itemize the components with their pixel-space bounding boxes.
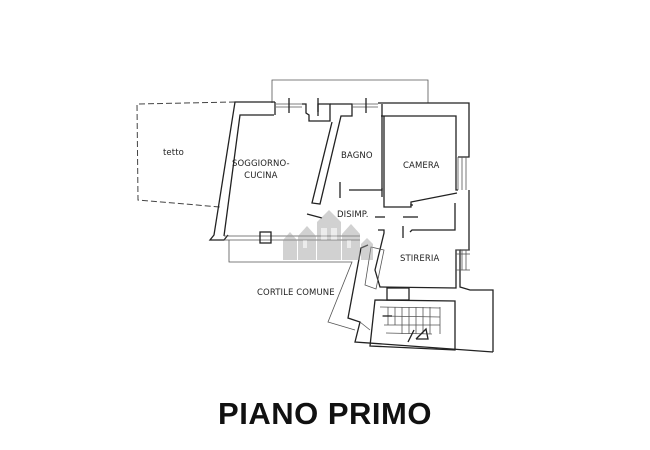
room-label-cortile-comune: CORTILE COMUNE [257,288,335,298]
room-label-bagno: BAGNO [341,151,373,161]
bedroom-walls [378,102,470,251]
staircase [347,244,494,353]
living-kitchen-walls [208,98,360,244]
room-label-camera: CAMERA [403,161,440,171]
room-label-stireria: STIRERIA [400,254,440,264]
hallway-markers [306,213,418,219]
house-logo-watermark-icon [283,210,373,260]
balcony-outline [271,79,429,103]
roof-outline [136,101,236,208]
room-label-soggiorno-cucina: SOGGIORNO- CUCINA [232,159,290,181]
ironing-room-walls [374,229,494,352]
courtyard-outline [228,240,356,331]
room-label-tetto: tetto [163,148,184,158]
floor-title: PIANO PRIMO [218,396,432,431]
chimney [302,103,331,122]
room-label-disimpegno: DISIMP. [337,210,369,220]
